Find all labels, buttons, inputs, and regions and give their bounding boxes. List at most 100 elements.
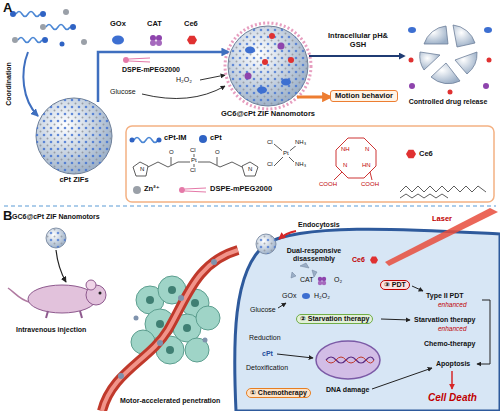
flow-arrow (297, 96, 330, 99)
substrate-arrows (142, 75, 225, 99)
released-fragments (431, 63, 460, 84)
ce6-structure (370, 172, 372, 180)
injected-nanomotor (46, 228, 66, 248)
text-label: DNA damage (326, 386, 369, 394)
atom-symbol: Cl (266, 139, 274, 146)
cell-icons (322, 281, 326, 285)
blood-vessel (211, 259, 217, 265)
atom-symbol: Pt (190, 157, 198, 164)
ligand-molecules (12, 37, 18, 43)
tumor-tissue (185, 338, 209, 362)
mouse (80, 311, 82, 318)
cell-nanomotor (256, 234, 276, 254)
cell-arrows (372, 368, 432, 389)
zif-sphere (36, 98, 112, 174)
legend-samples (199, 135, 207, 143)
text-label: Ce6 (184, 20, 198, 29)
nanomotor-sphere: GC6@cPt ZIF Nanomotors (213, 24, 323, 118)
atom-symbol: Pt (282, 150, 290, 157)
flow-arrow (98, 52, 228, 102)
atom-symbol: N (364, 146, 370, 153)
text-label: GOx (110, 20, 126, 29)
tumor-cell (326, 357, 374, 363)
tumor-tissue (156, 320, 164, 328)
text-label: CAT (147, 20, 162, 29)
panel-divider (4, 206, 496, 207)
ligand-molecules (42, 37, 48, 43)
reagent-icons (112, 36, 124, 45)
nanomotor-sphere (269, 33, 275, 39)
node-label: Motion behavior (335, 92, 393, 100)
ligand-molecules (63, 9, 69, 15)
text-label: O₂ (334, 276, 342, 284)
cell-arrows (277, 231, 490, 389)
released-fragments: Controlled drug release (398, 18, 498, 106)
cell-icons (318, 281, 322, 285)
nanomotor-sphere (245, 73, 252, 80)
blood-vessel (118, 373, 124, 379)
ligand-molecules (81, 39, 87, 45)
blood-vessel (134, 316, 139, 321)
mouse (8, 288, 29, 302)
cell-arrows (412, 286, 423, 291)
text-label: Glucose (110, 88, 136, 96)
released-fragments (409, 83, 415, 89)
dspe-structure (400, 186, 486, 198)
mouse (8, 280, 106, 318)
atom-symbol: NH₃ (294, 139, 307, 146)
reagent-icons (150, 40, 156, 46)
text-label: Motor-accelerated penetration (120, 397, 220, 405)
released-fragments (487, 58, 492, 63)
released-fragments (455, 52, 477, 74)
panel-letter: B (3, 209, 12, 224)
atom-symbol: COOH (360, 181, 380, 188)
tumor-tissue (196, 306, 220, 330)
mouse (28, 285, 96, 313)
cell-arrows (277, 354, 313, 358)
legend-label: DSPE-mPEG2000 (210, 185, 272, 194)
ligand-molecules (40, 24, 46, 30)
nanomotor-sphere (288, 57, 294, 63)
tumor-tissue (146, 296, 154, 304)
legend-panel (126, 126, 494, 202)
text-label: Glucose (250, 306, 276, 314)
text-label: enhanced (438, 325, 467, 332)
text-label: GC6@cPt ZIF Nanomotors (12, 213, 100, 221)
injected-nanomotor (56, 250, 66, 282)
coordination-arrow (23, 52, 38, 116)
legend-samples (133, 186, 141, 194)
text-label: Endocytosis (298, 221, 340, 229)
cell-arrows (477, 300, 490, 364)
tumor-cell (316, 341, 380, 379)
dspe-structure (400, 194, 448, 198)
lipid-icon (123, 57, 129, 63)
atom-symbol: N (342, 162, 348, 169)
released-fragments (409, 58, 414, 63)
process-box: Motion behavior (330, 90, 398, 102)
outcome-label: Cell Death (428, 392, 477, 404)
zif-sphere (36, 98, 112, 174)
nanomotor-sphere (245, 47, 255, 54)
cell-nanomotor (256, 234, 276, 254)
edge-label: Intracellular pH& GSH (324, 32, 392, 49)
text-label: Coordination (5, 62, 13, 106)
blood-vessel (102, 250, 238, 411)
cpt-im-structure (133, 154, 258, 176)
blood-vessel (203, 338, 208, 343)
cell-arrows (278, 303, 286, 308)
legend-label: cPt-IM (164, 134, 187, 143)
cell-nanomotor (256, 234, 276, 254)
released-fragments (408, 27, 416, 33)
atom-symbol: COOH (318, 181, 338, 188)
tumor-cell (326, 357, 374, 363)
text-label: Laser (432, 215, 452, 224)
cell-arrows (451, 371, 453, 389)
text-label: Reduction (248, 334, 282, 342)
lipid-icon (123, 57, 150, 63)
mouse (99, 292, 102, 295)
legend-samples (157, 138, 162, 143)
tumor-tissue (156, 336, 184, 364)
lipid-icon (129, 58, 150, 59)
released-fragments (420, 52, 440, 70)
text-label: cPt (262, 350, 273, 358)
